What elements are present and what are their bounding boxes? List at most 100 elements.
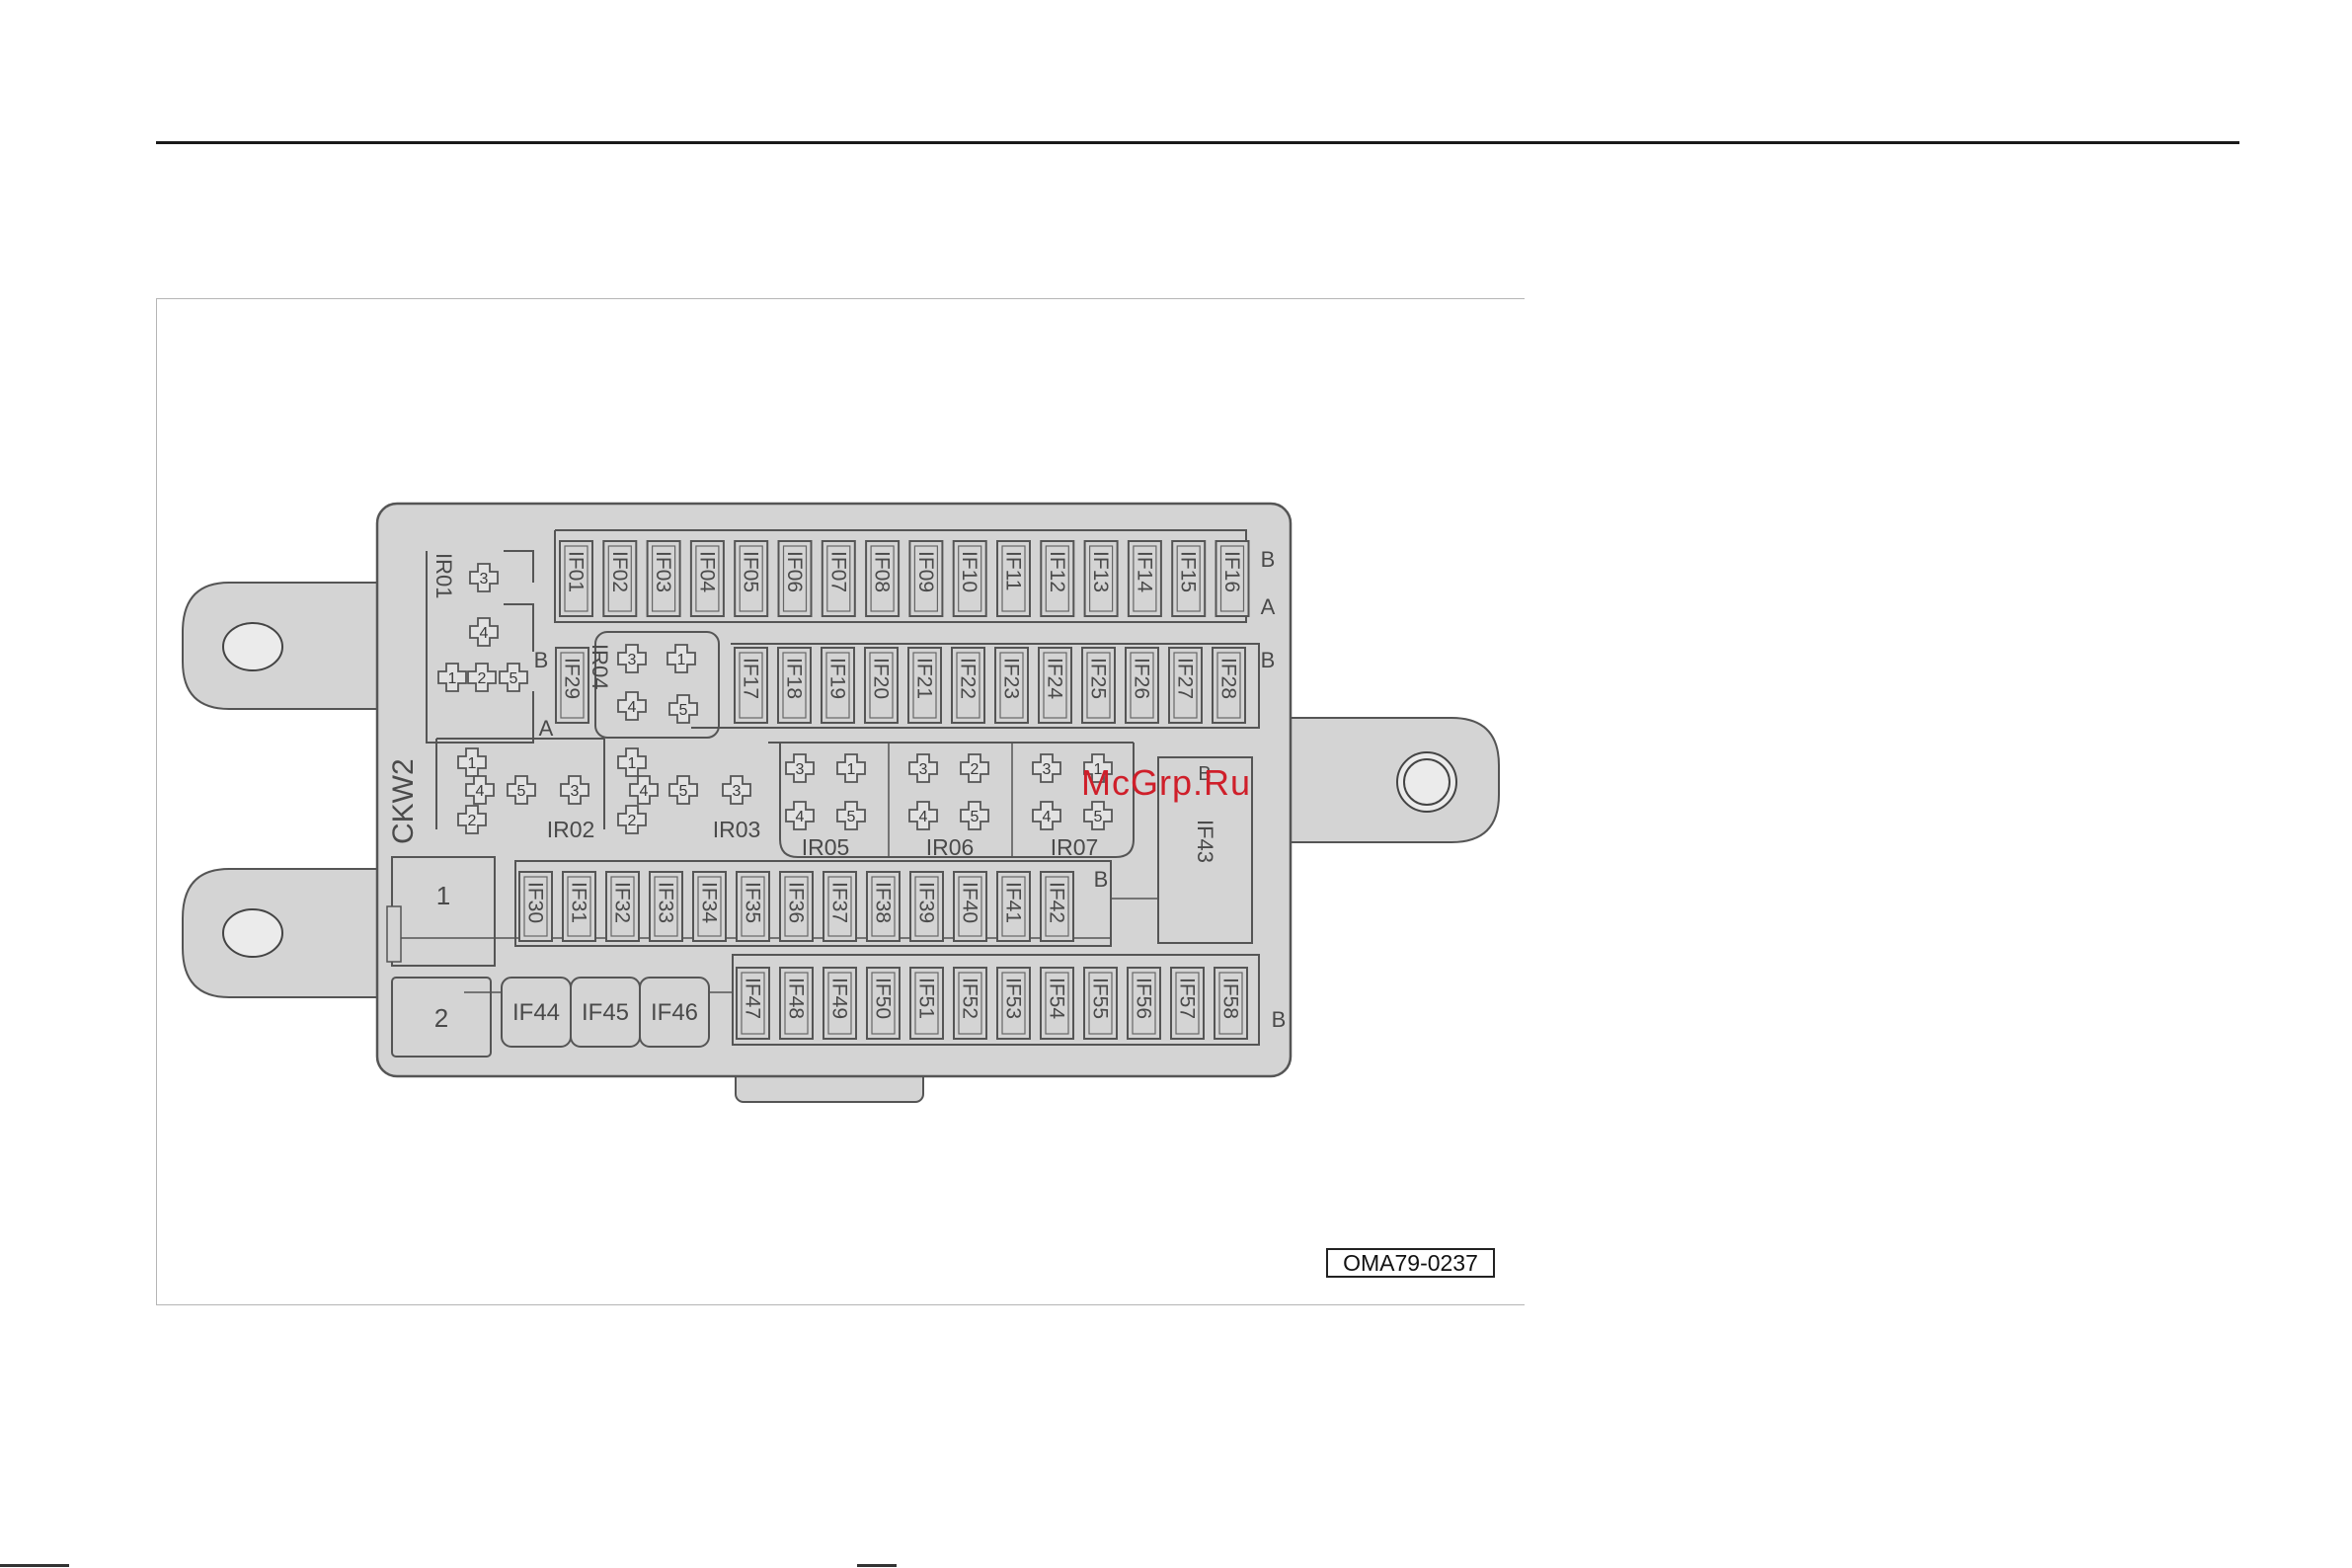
relay-pin: 1 (836, 753, 866, 783)
fuse-if43-side-label: B (1198, 763, 1211, 785)
fuse-if22: IF22 (951, 647, 985, 724)
relay-pin-number: 5 (847, 809, 856, 825)
fuse-if44: IF44 (501, 977, 572, 1048)
fuse-label: IF16 (1220, 551, 1243, 592)
relay-pin-number: 3 (1043, 761, 1052, 778)
fuse-if13: IF13 (1083, 540, 1119, 617)
mounting-tab-right (1283, 717, 1500, 843)
relay-pin-number: 1 (677, 652, 686, 668)
fuse-if30: IF30 (518, 871, 553, 942)
relay-pin: 3 (1032, 753, 1061, 783)
fuse-label: IF24 (1044, 658, 1066, 699)
fuse-label: IF31 (568, 882, 590, 923)
relay-pin-number: 1 (448, 670, 457, 687)
fuse-if29: IF29 (555, 647, 589, 724)
watermark-text: McGrp.Ru (1081, 762, 1252, 803)
relay-ir03-label: IR03 (713, 817, 761, 842)
page-edge-mark (857, 1564, 897, 1567)
relay-pin: 4 (617, 691, 647, 721)
row3-side-label-b: B (1094, 867, 1109, 892)
fuse-label: IF33 (655, 882, 677, 923)
relay-pin: 4 (908, 801, 938, 830)
relay-pin: 4 (629, 775, 659, 805)
relay-pin: 4 (465, 775, 495, 805)
fuse-label: IF11 (1002, 551, 1025, 590)
fuse-label: IF57 (1176, 978, 1199, 1019)
fuse-if57: IF57 (1170, 967, 1205, 1040)
relay-ir05-label: IR05 (802, 834, 850, 860)
relay-pin-number: 2 (628, 813, 637, 829)
fuse-label: IF08 (871, 551, 894, 592)
figure-code-label: OMA79-0237 (1326, 1248, 1495, 1278)
mounting-tab-upper-left (182, 582, 388, 710)
fuse-label: IF22 (957, 658, 980, 699)
fuse-if37: IF37 (823, 871, 857, 942)
fuse-if08: IF08 (865, 540, 901, 617)
fuse-if12: IF12 (1040, 540, 1075, 617)
row2-left-label-a: A (539, 716, 554, 741)
fuse-label: IF17 (740, 658, 762, 699)
fuse-if21: IF21 (907, 647, 942, 724)
fuse-label: IF35 (742, 882, 764, 923)
fuse-if52: IF52 (953, 967, 987, 1040)
relay-pin-number: 4 (476, 783, 485, 800)
fuse-label: IF13 (1089, 551, 1112, 592)
relay-pin-number: 3 (919, 761, 928, 778)
fuse-if10: IF10 (952, 540, 987, 617)
relay-ir01-label: IR01 (431, 553, 456, 598)
relay-pin-number: 5 (1094, 809, 1103, 825)
fuse-if50: IF50 (866, 967, 901, 1040)
fuse-label: IF44 (512, 999, 560, 1026)
fuse-label: IF54 (1046, 978, 1068, 1019)
relay-pin: 2 (467, 663, 497, 692)
relay-pin: 5 (507, 775, 536, 805)
fuse-if41: IF41 (996, 871, 1031, 942)
relay-pin-number: 1 (1094, 761, 1103, 778)
fuse-if38: IF38 (866, 871, 901, 942)
fuse-if18: IF18 (777, 647, 812, 724)
relay-pin-number: 2 (971, 761, 980, 778)
fuse-label: IF53 (1002, 978, 1025, 1019)
fuse-label: IF04 (695, 551, 718, 592)
fuse-if17: IF17 (734, 647, 768, 724)
relay-pin-number: 3 (571, 783, 580, 800)
relay-pin: 1 (437, 663, 467, 692)
connector-2-label: 2 (434, 1003, 448, 1033)
relay-pin: 5 (668, 775, 698, 805)
relay-pin-number: 2 (478, 670, 487, 687)
fuse-if15: IF15 (1171, 540, 1207, 617)
fuse-label: IF18 (783, 658, 806, 699)
fuse-if53: IF53 (996, 967, 1031, 1040)
relay-pin-number: 4 (919, 809, 928, 825)
fuse-if43-label: IF43 (1193, 820, 1217, 863)
fuse-if05: IF05 (734, 540, 769, 617)
row1-side-label-b: B (1261, 547, 1276, 572)
relay-ir05-07-outline (768, 742, 1135, 858)
fuse-if54: IF54 (1040, 967, 1074, 1040)
fuse-label: IF39 (915, 882, 938, 923)
relay-ir06-label: IR06 (926, 834, 975, 860)
mounting-hole-lower-left (222, 908, 283, 958)
fuse-if16: IF16 (1215, 540, 1250, 617)
fuse-label: IF51 (915, 978, 938, 1019)
relay-pin: 5 (668, 694, 698, 724)
connector-1 (391, 856, 496, 967)
fuse-if32: IF32 (605, 871, 640, 942)
relay-pin: 5 (960, 801, 989, 830)
mounting-hole-upper-left (222, 622, 283, 671)
relay-pin: 5 (499, 663, 528, 692)
row1-side-label-a: A (1261, 594, 1276, 619)
fuse-label: IF14 (1133, 551, 1155, 592)
fuse-label: IF02 (608, 551, 631, 592)
fuse-label: IF05 (740, 551, 762, 592)
row2-side-label-b: B (1261, 648, 1276, 672)
fuse-if09: IF09 (908, 540, 944, 617)
fuse-label: IF36 (785, 882, 808, 923)
fuse-label: IF32 (611, 882, 634, 923)
relay-pin-number: 5 (510, 670, 518, 687)
